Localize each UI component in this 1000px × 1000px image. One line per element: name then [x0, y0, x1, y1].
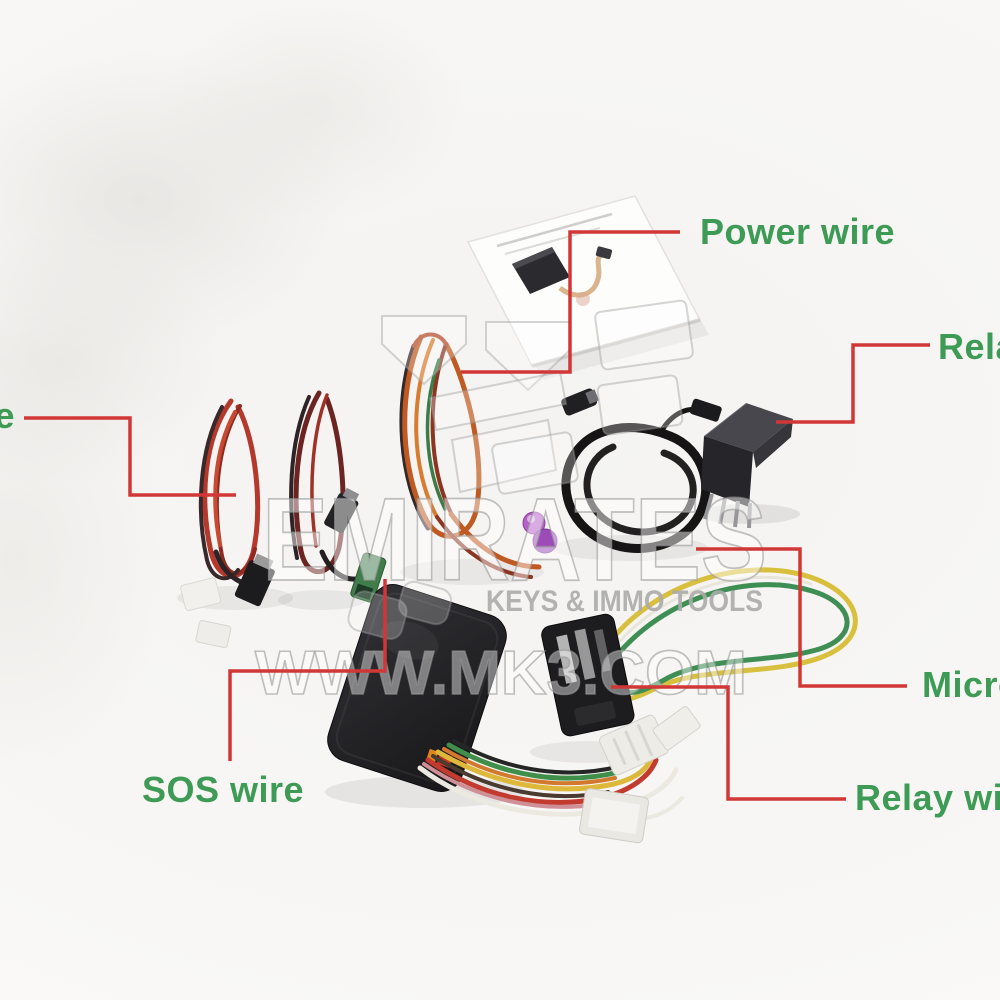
- power-wire-label: Power wire: [700, 211, 896, 252]
- dongle-on-paper: [512, 246, 613, 306]
- power-wire-callout-line: [461, 230, 680, 374]
- power-wire-bundle: [399, 332, 558, 579]
- gps-tracker: [327, 584, 507, 792]
- green-connector: [350, 552, 387, 603]
- microphone-label: Microphone: [922, 664, 1000, 705]
- callout-lines: [24, 230, 930, 801]
- microphone-cable: [561, 388, 722, 553]
- left-wire-label-partial: wire: [0, 395, 16, 436]
- relay-component: [701, 402, 793, 529]
- white-connector-c: [652, 706, 701, 751]
- sos-wire-callout-line: [228, 579, 387, 761]
- left-wire-coil: [180, 398, 275, 649]
- sos-wire-label: SOS wire: [142, 769, 305, 810]
- watermark-tagline: KEYS & IMMO TOOLS: [486, 585, 763, 618]
- left-wire-callout-line: [24, 416, 236, 497]
- manual-paper: [466, 195, 709, 380]
- second-wire-coil: [289, 390, 387, 603]
- relay-callout-line: [776, 343, 930, 424]
- white-connector-a: [599, 714, 669, 776]
- microphone-callout-line: [696, 547, 907, 688]
- relay-pins: [703, 493, 752, 529]
- relay-label: Relay: [938, 326, 1000, 367]
- watermark-brand: EMIRATES: [262, 474, 767, 606]
- watermark-text: EMIRATES KEYS & IMMO TOOLS WWW.MK3.COM: [254, 473, 768, 709]
- microphone-capsule: [561, 388, 599, 416]
- relay-wire-label: Relay wire: [855, 777, 1000, 818]
- white-connector-b: [579, 788, 649, 844]
- watermark-website: WWW.MK3.COM: [255, 639, 747, 708]
- relay-wire-callout-line: [611, 685, 846, 801]
- watermark-logo: [347, 299, 694, 640]
- relay-socket-connector: [541, 613, 635, 737]
- purple-connector: [522, 511, 558, 554]
- wire-harness: [417, 706, 701, 844]
